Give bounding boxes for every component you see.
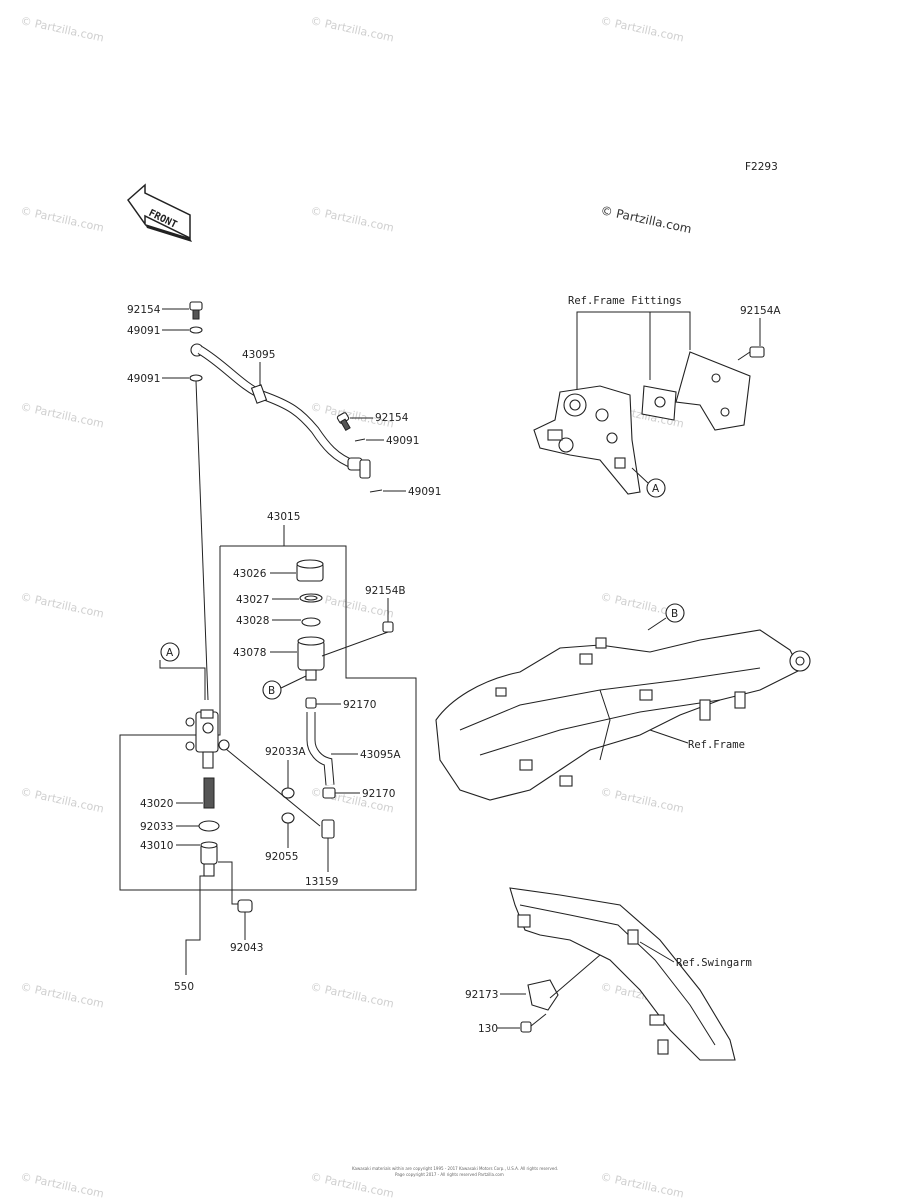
master-cylinder-group: 43015 bbox=[119, 511, 417, 975]
callout-43028: 43028 bbox=[236, 615, 269, 627]
watermark: © Partzilla.com bbox=[19, 1170, 105, 1200]
watermark: © Partzilla.com bbox=[19, 590, 105, 620]
callout-550: 550 bbox=[174, 981, 194, 993]
figure-code: F2293 bbox=[745, 161, 778, 173]
watermark: © Partzilla.com bbox=[19, 400, 105, 430]
callout-13159: 13159 bbox=[305, 876, 338, 888]
callout-43015: 43015 bbox=[267, 511, 300, 523]
marker-b: B bbox=[268, 685, 275, 697]
callout-92033: 92033 bbox=[140, 821, 173, 833]
callout-92170: 92170 bbox=[362, 788, 395, 800]
watermark: © Partzilla.com bbox=[599, 785, 685, 815]
hose-assembly bbox=[189, 301, 383, 701]
callout-43095A: 43095A bbox=[360, 749, 401, 761]
callout-92055: 92055 bbox=[265, 851, 298, 863]
marker-b: B bbox=[671, 608, 678, 620]
ref-swingarm: Ref.Swingarm bbox=[676, 957, 752, 969]
callout-92173: 92173 bbox=[465, 989, 498, 1001]
front-arrow-icon: FRONT bbox=[126, 183, 192, 242]
callout-92043: 92043 bbox=[230, 942, 263, 954]
watermark: © Partzilla.com bbox=[599, 1170, 685, 1200]
ref-frame: Ref.Frame bbox=[688, 739, 745, 751]
callouts-upper-left: 92154 49091 49091 43095 92154 49091 4909… bbox=[127, 304, 441, 498]
callout-43026: 43026 bbox=[233, 568, 267, 580]
callout-49091: 49091 bbox=[127, 373, 160, 385]
callout-43078: 43078 bbox=[233, 647, 266, 659]
callout-130: 130 bbox=[478, 1023, 498, 1035]
watermark: © Partzilla.com bbox=[19, 980, 105, 1010]
callout-92154A: 92154A bbox=[740, 305, 781, 317]
callout-92033A: 92033A bbox=[265, 746, 306, 758]
copyright-mark: © Partzilla.com bbox=[599, 203, 692, 236]
watermark: © Partzilla.com bbox=[309, 204, 395, 234]
callout-49091: 49091 bbox=[408, 486, 441, 498]
footer-copyright: Kawasaki materials within are copyright … bbox=[352, 1166, 558, 1171]
callout-92154B: 92154B bbox=[365, 585, 406, 597]
callout-92154: 92154 bbox=[375, 412, 409, 424]
watermark: © Partzilla.com bbox=[309, 14, 395, 44]
watermark: © Partzilla.com bbox=[309, 980, 395, 1010]
callout-43095: 43095 bbox=[242, 349, 275, 361]
watermark: © Partzilla.com bbox=[599, 14, 685, 44]
callout-49091: 49091 bbox=[386, 435, 419, 447]
callout-92170: 92170 bbox=[343, 699, 376, 711]
watermark: © Partzilla.com bbox=[19, 14, 105, 44]
callouts-master-cylinder: 43026 43027 43028 43078 92154B 92170 920… bbox=[140, 568, 406, 993]
marker-a: A bbox=[166, 647, 174, 659]
callout-92154: 92154 bbox=[127, 304, 161, 316]
marker-a: A bbox=[652, 483, 660, 495]
callout-43020: 43020 bbox=[140, 798, 173, 810]
swingarm-assembly: 92173 130 Ref.Swingarm bbox=[465, 887, 752, 1061]
watermark: © Partzilla.com bbox=[309, 1170, 395, 1200]
watermark: © Partzilla.com bbox=[19, 785, 105, 815]
watermark: © Partzilla.com bbox=[19, 204, 105, 234]
footer-copyright-page: Page copyright 2017 - All rights reserve… bbox=[395, 1172, 504, 1177]
callout-43027: 43027 bbox=[236, 594, 269, 606]
frame-fittings: Ref.Frame Fittings 92154A A bbox=[533, 295, 781, 498]
callout-49091: 49091 bbox=[127, 325, 160, 337]
callout-43010: 43010 bbox=[140, 840, 173, 852]
watermarks: © Partzilla.com © Partzilla.com © Partzi… bbox=[19, 14, 685, 1200]
ref-frame-fittings: Ref.Frame Fittings bbox=[568, 295, 682, 307]
frame-assembly: B Ref.Frame bbox=[435, 603, 811, 801]
